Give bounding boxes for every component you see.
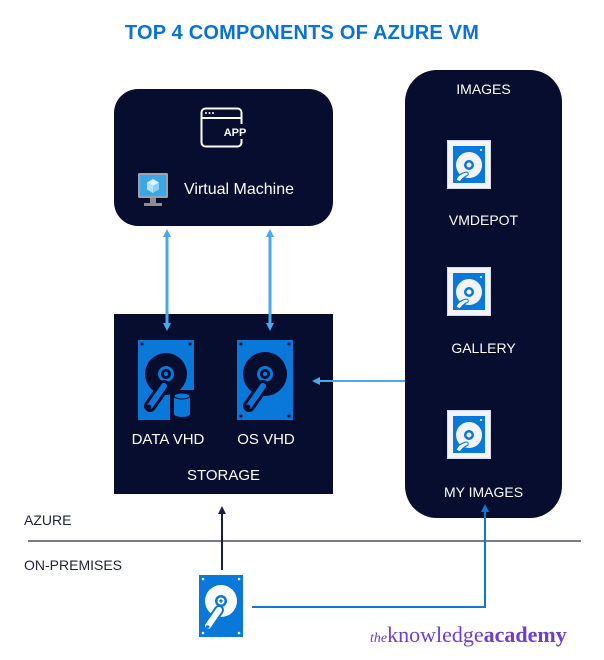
logo-academy: academy bbox=[483, 622, 567, 647]
gallery-label: GALLERY bbox=[451, 340, 516, 356]
onprem-to-my-images-arrow bbox=[252, 504, 489, 608]
app-icon-label: APP bbox=[224, 127, 247, 139]
storage-label: STORAGE bbox=[186, 467, 261, 484]
os-vhd-label: OS VHD bbox=[237, 431, 295, 448]
on-premises-zone-label: ON-PREMISES bbox=[24, 557, 123, 573]
disk-icon bbox=[453, 416, 485, 453]
logo-knowledge: knowledge bbox=[387, 622, 484, 647]
virtual-machine-box: APP Virtual Machine bbox=[114, 89, 333, 226]
vmdepot-tile bbox=[447, 140, 491, 189]
os-vhd-disk-icon bbox=[237, 340, 293, 420]
data-vhd-label: DATA VHD bbox=[131, 431, 205, 448]
monitor-cube-icon bbox=[138, 173, 168, 209]
azure-zone-label: AZURE bbox=[24, 512, 72, 528]
disk-icon bbox=[453, 273, 485, 310]
vmdepot-label: VMDEPOT bbox=[448, 212, 519, 228]
disk-icon bbox=[453, 146, 485, 183]
app-window-icon: APP bbox=[200, 107, 248, 149]
on-premises-disk-icon bbox=[199, 575, 243, 637]
knowledge-academy-logo: theknowledgeacademy bbox=[370, 622, 567, 648]
data-vhd-disk-icon bbox=[138, 340, 194, 420]
images-box: IMAGES VMDEPOT GALLERY bbox=[405, 70, 562, 518]
my-images-label: MY IMAGES bbox=[443, 484, 524, 500]
logo-the: the bbox=[370, 631, 388, 646]
my-images-tile bbox=[447, 410, 491, 459]
diagram-title: TOP 4 COMPONENTS OF AZURE VM bbox=[124, 22, 480, 44]
gallery-tile bbox=[447, 267, 491, 316]
images-label: IMAGES bbox=[456, 81, 511, 97]
virtual-machine-label: Virtual Machine bbox=[184, 181, 294, 198]
storage-box: DATA VHD OS VHD STORAGE bbox=[114, 314, 333, 494]
